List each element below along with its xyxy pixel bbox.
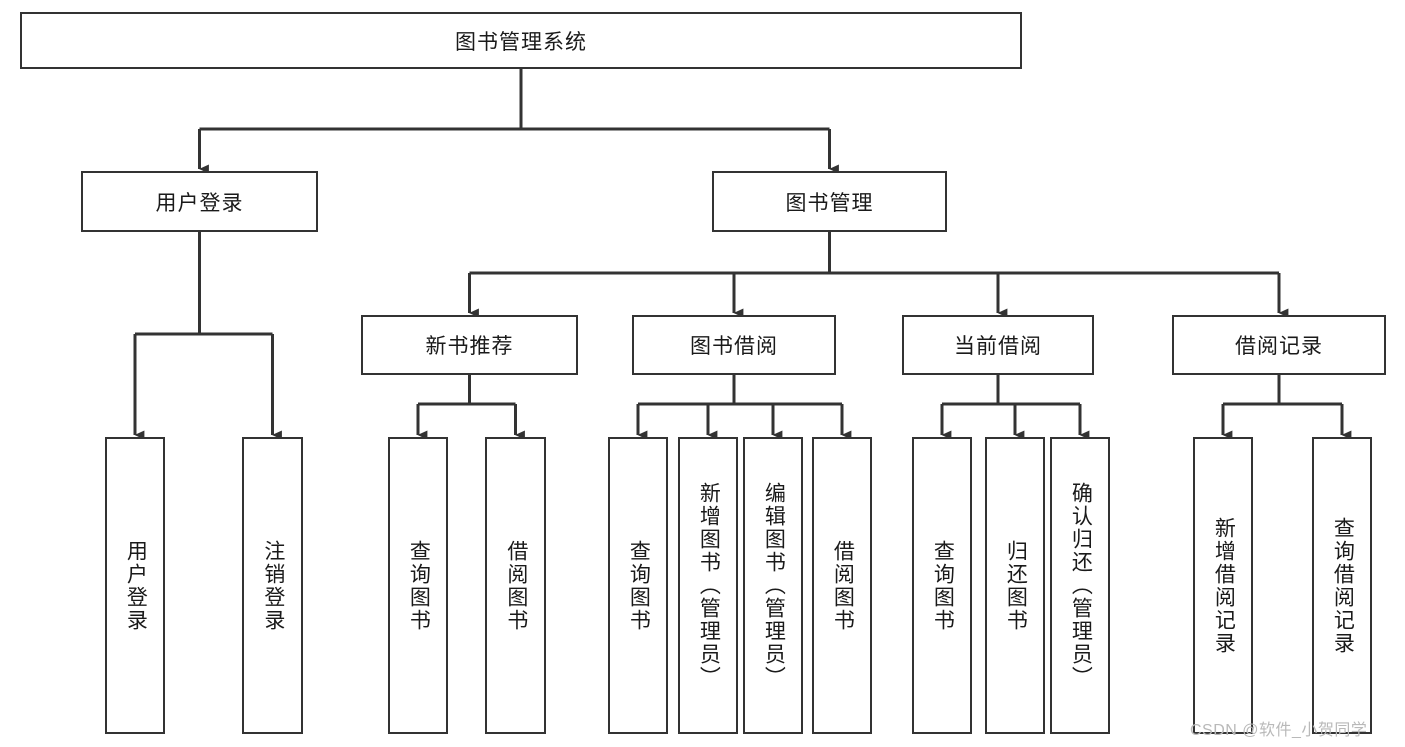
node-label-leaf-query-book-recommend: 查询图书 (407, 539, 431, 632)
node-label-leaf-add-book-admin: 新增图书（管理员） (697, 482, 721, 689)
node-leaf-edit-book-admin[interactable]: 编辑图书（管理员） (743, 437, 803, 734)
node-label-leaf-edit-book-admin: 编辑图书（管理员） (762, 482, 786, 689)
node-book-management[interactable]: 图书管理 (712, 171, 947, 232)
node-leaf-add-borrow-record[interactable]: 新增借阅记录 (1193, 437, 1253, 734)
node-label-book-management: 图书管理 (785, 191, 874, 215)
node-leaf-user-logout[interactable]: 注销登录 (242, 437, 303, 734)
node-label-new-book-recommend: 新书推荐 (425, 335, 514, 358)
node-label-leaf-user-login: 用户登录 (124, 539, 148, 632)
node-leaf-confirm-return-admin[interactable]: 确认归还（管理员） (1050, 437, 1110, 734)
node-current-borrow[interactable]: 当前借阅 (902, 315, 1094, 375)
node-leaf-return-book[interactable]: 归还图书 (985, 437, 1045, 734)
node-label-book-borrow: 图书借阅 (690, 335, 778, 358)
csdn-watermark: CSDN @软件_小贺同学 (1190, 722, 1368, 739)
node-label-user-login: 用户登录 (155, 191, 244, 215)
node-label-leaf-query-borrow-record: 查询借阅记录 (1331, 516, 1355, 655)
node-label-leaf-query-book-current: 查询图书 (931, 539, 955, 632)
node-new-book-recommend[interactable]: 新书推荐 (361, 315, 578, 375)
node-label-leaf-add-borrow-record: 新增借阅记录 (1212, 516, 1236, 655)
node-leaf-user-login[interactable]: 用户登录 (105, 437, 165, 734)
node-label-current-borrow: 当前借阅 (954, 335, 1042, 358)
node-label-leaf-borrow-book-recommend: 借阅图书 (504, 539, 528, 632)
node-label-root: 图书管理系统 (455, 30, 587, 54)
node-label-leaf-return-book: 归还图书 (1004, 539, 1028, 632)
node-leaf-query-borrow-record[interactable]: 查询借阅记录 (1312, 437, 1372, 734)
node-leaf-add-book-admin[interactable]: 新增图书（管理员） (678, 437, 738, 734)
node-label-leaf-confirm-return-admin: 确认归还（管理员） (1069, 482, 1093, 689)
node-label-leaf-user-logout: 注销登录 (261, 539, 285, 632)
node-book-borrow[interactable]: 图书借阅 (632, 315, 836, 375)
node-leaf-query-book-recommend[interactable]: 查询图书 (388, 437, 448, 734)
node-label-borrow-record: 借阅记录 (1235, 335, 1323, 358)
node-leaf-borrow-book[interactable]: 借阅图书 (812, 437, 872, 734)
node-label-leaf-query-book-borrow: 查询图书 (627, 539, 651, 632)
node-leaf-query-book-current[interactable]: 查询图书 (912, 437, 972, 734)
node-leaf-borrow-book-recommend[interactable]: 借阅图书 (485, 437, 546, 734)
node-borrow-record[interactable]: 借阅记录 (1172, 315, 1386, 375)
node-user-login[interactable]: 用户登录 (81, 171, 318, 232)
node-root[interactable]: 图书管理系统 (20, 12, 1022, 69)
node-leaf-query-book-borrow[interactable]: 查询图书 (608, 437, 668, 734)
node-label-leaf-borrow-book: 借阅图书 (831, 539, 855, 632)
